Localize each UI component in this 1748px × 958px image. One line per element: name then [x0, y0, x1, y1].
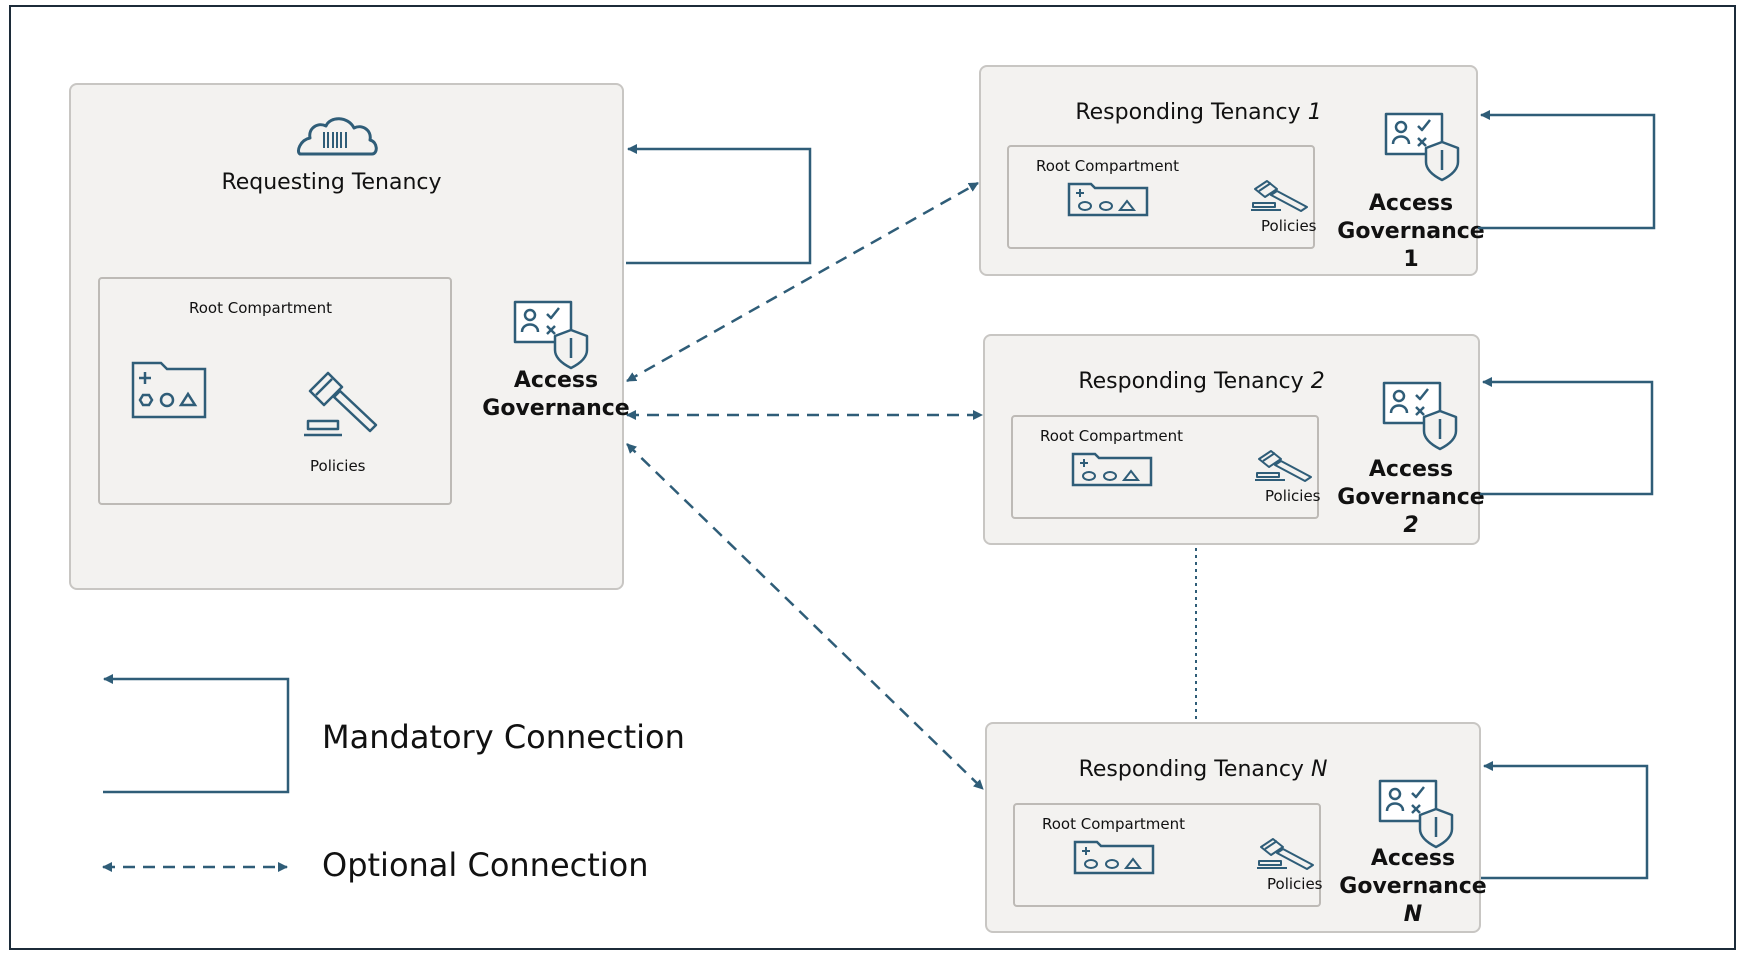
responding-tenancy-2-panel: Responding Tenancy 2 Root Compartment — [983, 334, 1485, 545]
compartment-folder-icon — [1073, 840, 1155, 875]
ag-index: 1 — [1403, 247, 1419, 272]
access-governance-2-label: Access Governance 2 — [1326, 456, 1496, 540]
legend-optional-label: Optional Connection — [322, 846, 649, 884]
ag-word-access: Access — [1370, 846, 1456, 871]
root-compartment: Root Compartment Policies — [1013, 803, 1323, 907]
root-compartment: Root Compartment Policies — [1007, 145, 1317, 249]
mandatory-connection-requesting — [626, 144, 812, 265]
title-suffix: N — [1310, 757, 1328, 782]
compartment-folder-icon — [1071, 452, 1153, 487]
title-text: Responding Tenancy — [1078, 757, 1304, 782]
title-suffix: 2 — [1310, 369, 1325, 394]
requesting-tenancy-panel: Requesting Tenancy Root Compartment — [69, 83, 630, 590]
ag-word-governance: Governance — [482, 396, 630, 421]
responding-tenancy-n-panel: Responding Tenancy N Root Compartment — [985, 722, 1487, 933]
compartment-folder-icon — [1067, 182, 1149, 217]
optional-connection-to-tenancy-n — [626, 443, 984, 790]
ag-index: 2 — [1403, 513, 1419, 538]
ag-word-access: Access — [1368, 191, 1454, 216]
access-governance-shield-icon — [1384, 112, 1460, 182]
legend-mandatory-glyph — [103, 674, 290, 794]
responding-tenancy-1-title: Responding Tenancy 1 — [921, 100, 1476, 125]
access-governance-shield-icon — [513, 300, 589, 370]
mandatory-connection-responding-n — [1481, 761, 1649, 880]
ag-word-governance: Governance — [1337, 485, 1485, 510]
legend-mandatory-label: Mandatory Connection — [322, 718, 685, 756]
access-governance-shield-icon — [1382, 381, 1458, 451]
root-compartment: Root Compartment Policies — [1011, 415, 1321, 519]
policies-label: Policies — [310, 457, 366, 475]
access-governance-shield-icon — [1378, 779, 1454, 849]
root-compartment: Root Compartment Policies — [98, 277, 452, 505]
access-governance-label: Access Governance — [471, 367, 641, 423]
gavel-icon — [1251, 180, 1308, 212]
ag-word-access: Access — [513, 368, 599, 393]
compartment-folder-icon — [131, 361, 207, 419]
gavel-icon — [1255, 450, 1312, 482]
cloud-icon — [296, 117, 378, 156]
access-governance-1-label: Access Governance 1 — [1326, 190, 1496, 274]
policies-label: Policies — [1265, 487, 1321, 505]
root-compartment-label: Root Compartment — [189, 299, 333, 317]
responding-tenancy-1-panel: Responding Tenancy 1 Root Compartment — [979, 65, 1485, 276]
ag-index: N — [1403, 902, 1423, 927]
root-compartment-label: Root Compartment — [1042, 815, 1186, 833]
optional-connection-to-tenancy-1 — [626, 181, 979, 383]
mandatory-connection-responding-2 — [1480, 377, 1654, 496]
ag-word-governance: Governance — [1339, 874, 1487, 899]
ag-word-access: Access — [1368, 457, 1454, 482]
title-text: Responding Tenancy — [1078, 369, 1304, 394]
root-compartment-label: Root Compartment — [1036, 157, 1180, 175]
access-governance-n-label: Access Governance N — [1328, 845, 1498, 929]
responding-tenancy-n-title: Responding Tenancy N — [927, 757, 1479, 782]
title-suffix: 1 — [1307, 100, 1322, 125]
requesting-tenancy-title: Requesting Tenancy — [221, 170, 442, 195]
gavel-icon — [304, 371, 378, 437]
responding-tenancy-2-title: Responding Tenancy 2 — [925, 369, 1478, 394]
policies-label: Policies — [1261, 217, 1317, 235]
mandatory-connection-responding-1 — [1478, 110, 1656, 230]
title-text: Responding Tenancy — [1075, 100, 1301, 125]
diagram-frame — [9, 5, 1736, 950]
root-compartment-label: Root Compartment — [1040, 427, 1184, 445]
ag-word-governance: Governance — [1337, 219, 1485, 244]
policies-label: Policies — [1267, 875, 1323, 893]
gavel-icon — [1257, 838, 1314, 870]
